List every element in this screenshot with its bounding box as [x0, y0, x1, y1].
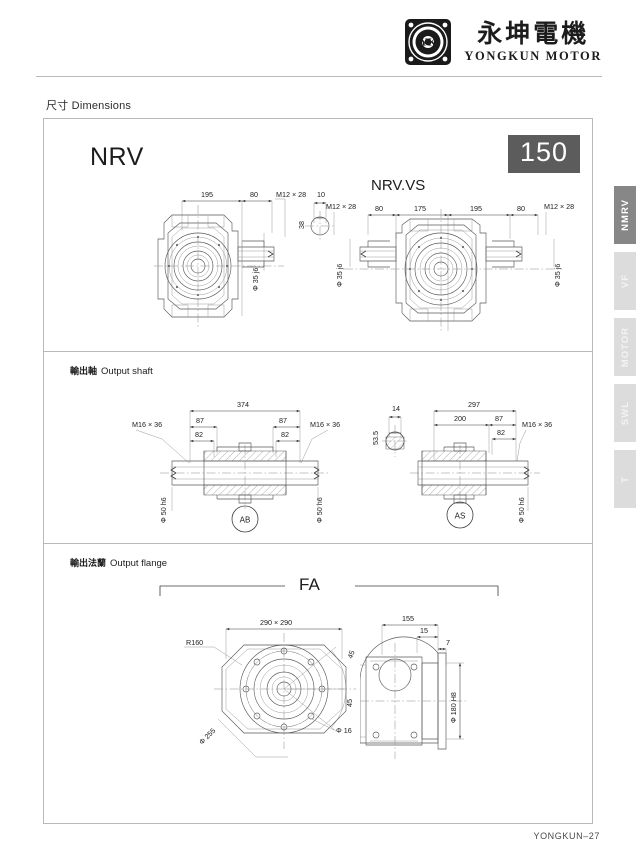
- ab-variant-label: AB: [240, 516, 251, 525]
- sidebar-tab-nmrv-label: NMRV: [619, 199, 631, 231]
- nrv-title: NRV: [90, 143, 144, 171]
- as-dia: Φ 50 h6: [517, 497, 526, 523]
- nrvvs-dim-195: 195: [470, 204, 482, 213]
- fa-variant-title: FA: [299, 575, 320, 594]
- nrvvs-dim-175: 175: [414, 204, 426, 213]
- nrvvs-drawing: M12 × 28 80 175 195 80 M12 × 28: [324, 191, 586, 343]
- fa-side-view: 155 15 7: [360, 603, 520, 773]
- nrv-thread-label: M12 × 28: [276, 190, 306, 199]
- section-caption: 尺寸 Dimensions: [46, 97, 131, 113]
- fa-dim-155: 155: [402, 614, 414, 623]
- fa-bore: Φ 180 H8: [449, 692, 458, 723]
- nrvvs-dim-80-left: 80: [375, 204, 383, 213]
- panel-divider-1: [44, 351, 592, 352]
- as-key-width: 14: [392, 404, 400, 413]
- brand-name-cn: 永坤電機: [477, 19, 590, 49]
- output-shaft-label-en: Output shaft: [101, 366, 153, 377]
- page-footer: YONGKUN–27: [533, 831, 600, 841]
- frame-size-badge: 150: [507, 135, 580, 173]
- ab-dim-87-right: 87: [279, 416, 287, 425]
- output-flange-label-en: Output flange: [110, 558, 168, 569]
- nrv-dim-80: 80: [250, 190, 258, 199]
- shaft-as-drawing: 14 53.5 297 200: [356, 391, 571, 533]
- section-caption-cn: 尺寸: [46, 99, 69, 112]
- as-dim-200: 200: [454, 414, 466, 423]
- nrv-drawing: 195 80 M12 × 28 10 38 Φ 35 j6: [154, 171, 344, 341]
- fa-bolt-circle: Φ 255: [197, 726, 217, 746]
- fa-dim-7: 7: [446, 638, 450, 647]
- output-shaft-label-cn: 輸出軸: [70, 367, 98, 377]
- as-dim-297: 297: [468, 400, 480, 409]
- fa-front-view: 290 × 290 R160 45 45: [184, 607, 384, 767]
- brand-lockup: YK 永坤電機 YONGKUN MOTOR: [402, 16, 602, 68]
- svg-text:YK: YK: [420, 37, 437, 49]
- nrvvs-thread-right: M12 × 28: [544, 202, 574, 211]
- sidebar-tab-t[interactable]: T: [614, 450, 636, 508]
- sidebar-tab-motor-label: MOTOR: [619, 326, 631, 368]
- ab-dim-82-left: 82: [195, 430, 203, 439]
- yongkun-motor-logo-icon: YK: [402, 16, 454, 68]
- section-caption-en: Dimensions: [71, 100, 132, 112]
- ab-dim-374: 374: [237, 400, 249, 409]
- as-dim-87: 87: [495, 414, 503, 423]
- brand-name-en: YONGKUN MOTOR: [464, 49, 602, 64]
- nrvvs-thread-left: M12 × 28: [326, 202, 356, 211]
- nrv-shaft-dia: Φ 35 j6: [251, 268, 260, 291]
- nrv-key-38: 38: [297, 221, 306, 229]
- fa-angle-bottom: 45: [345, 699, 354, 707]
- sidebar-tab-nmrv[interactable]: NMRV: [614, 186, 636, 244]
- ab-dim-87-left: 87: [196, 416, 204, 425]
- ab-thread-right: M16 × 36: [310, 420, 340, 429]
- sidebar-tab-swl[interactable]: SWL: [614, 384, 636, 442]
- sidebar-tab-motor[interactable]: MOTOR: [614, 318, 636, 376]
- fa-radius: R160: [186, 638, 203, 647]
- output-flange-label-cn: 輸出法蘭: [70, 559, 107, 569]
- nrvvs-dim-80-right: 80: [517, 204, 525, 213]
- sidebar-tab-swl-label: SWL: [619, 400, 631, 426]
- shaft-ab-drawing: 374 87 87 82 82 M16 × 36: [132, 391, 352, 533]
- as-key-height: 53.5: [371, 431, 380, 445]
- nrvvs-dia-right: Φ 35 j6: [553, 264, 562, 287]
- ab-dia-right: Φ 50 h6: [315, 497, 324, 523]
- panel-divider-2: [44, 543, 592, 544]
- as-variant-label: AS: [455, 512, 466, 521]
- fa-square-dim: 290 × 290: [260, 618, 292, 627]
- as-dim-82: 82: [497, 428, 505, 437]
- fa-bolt-hole: Φ 16: [336, 726, 352, 735]
- header-divider: [36, 76, 602, 77]
- nrv-key-10: 10: [317, 190, 325, 199]
- fa-angle-top: 45: [345, 649, 356, 660]
- sidebar-tab-vf-label: VF: [619, 273, 631, 289]
- page-header: YK 永坤電機 YONGKUN MOTOR: [0, 0, 636, 84]
- series-tab-rail: NMRV VF MOTOR SWL T: [614, 186, 636, 516]
- ab-dim-82-right: 82: [281, 430, 289, 439]
- sidebar-tab-t-label: T: [619, 475, 631, 483]
- nrv-dim-195: 195: [201, 190, 213, 199]
- fa-dim-15: 15: [420, 626, 428, 635]
- fa-bracket: [159, 581, 499, 597]
- brand-text: 永坤電機 YONGKUN MOTOR: [464, 21, 602, 63]
- sidebar-tab-vf[interactable]: VF: [614, 252, 636, 310]
- nrvvs-dia-left: Φ 35 j6: [335, 264, 344, 287]
- ab-thread-left: M16 × 36: [132, 420, 162, 429]
- as-thread: M16 × 36: [522, 420, 552, 429]
- ab-dia-left: Φ 50 h6: [159, 497, 168, 523]
- nrvvs-title: NRV.VS: [371, 177, 426, 194]
- dimensions-panel: 150 NRV NRV.VS: [43, 118, 593, 824]
